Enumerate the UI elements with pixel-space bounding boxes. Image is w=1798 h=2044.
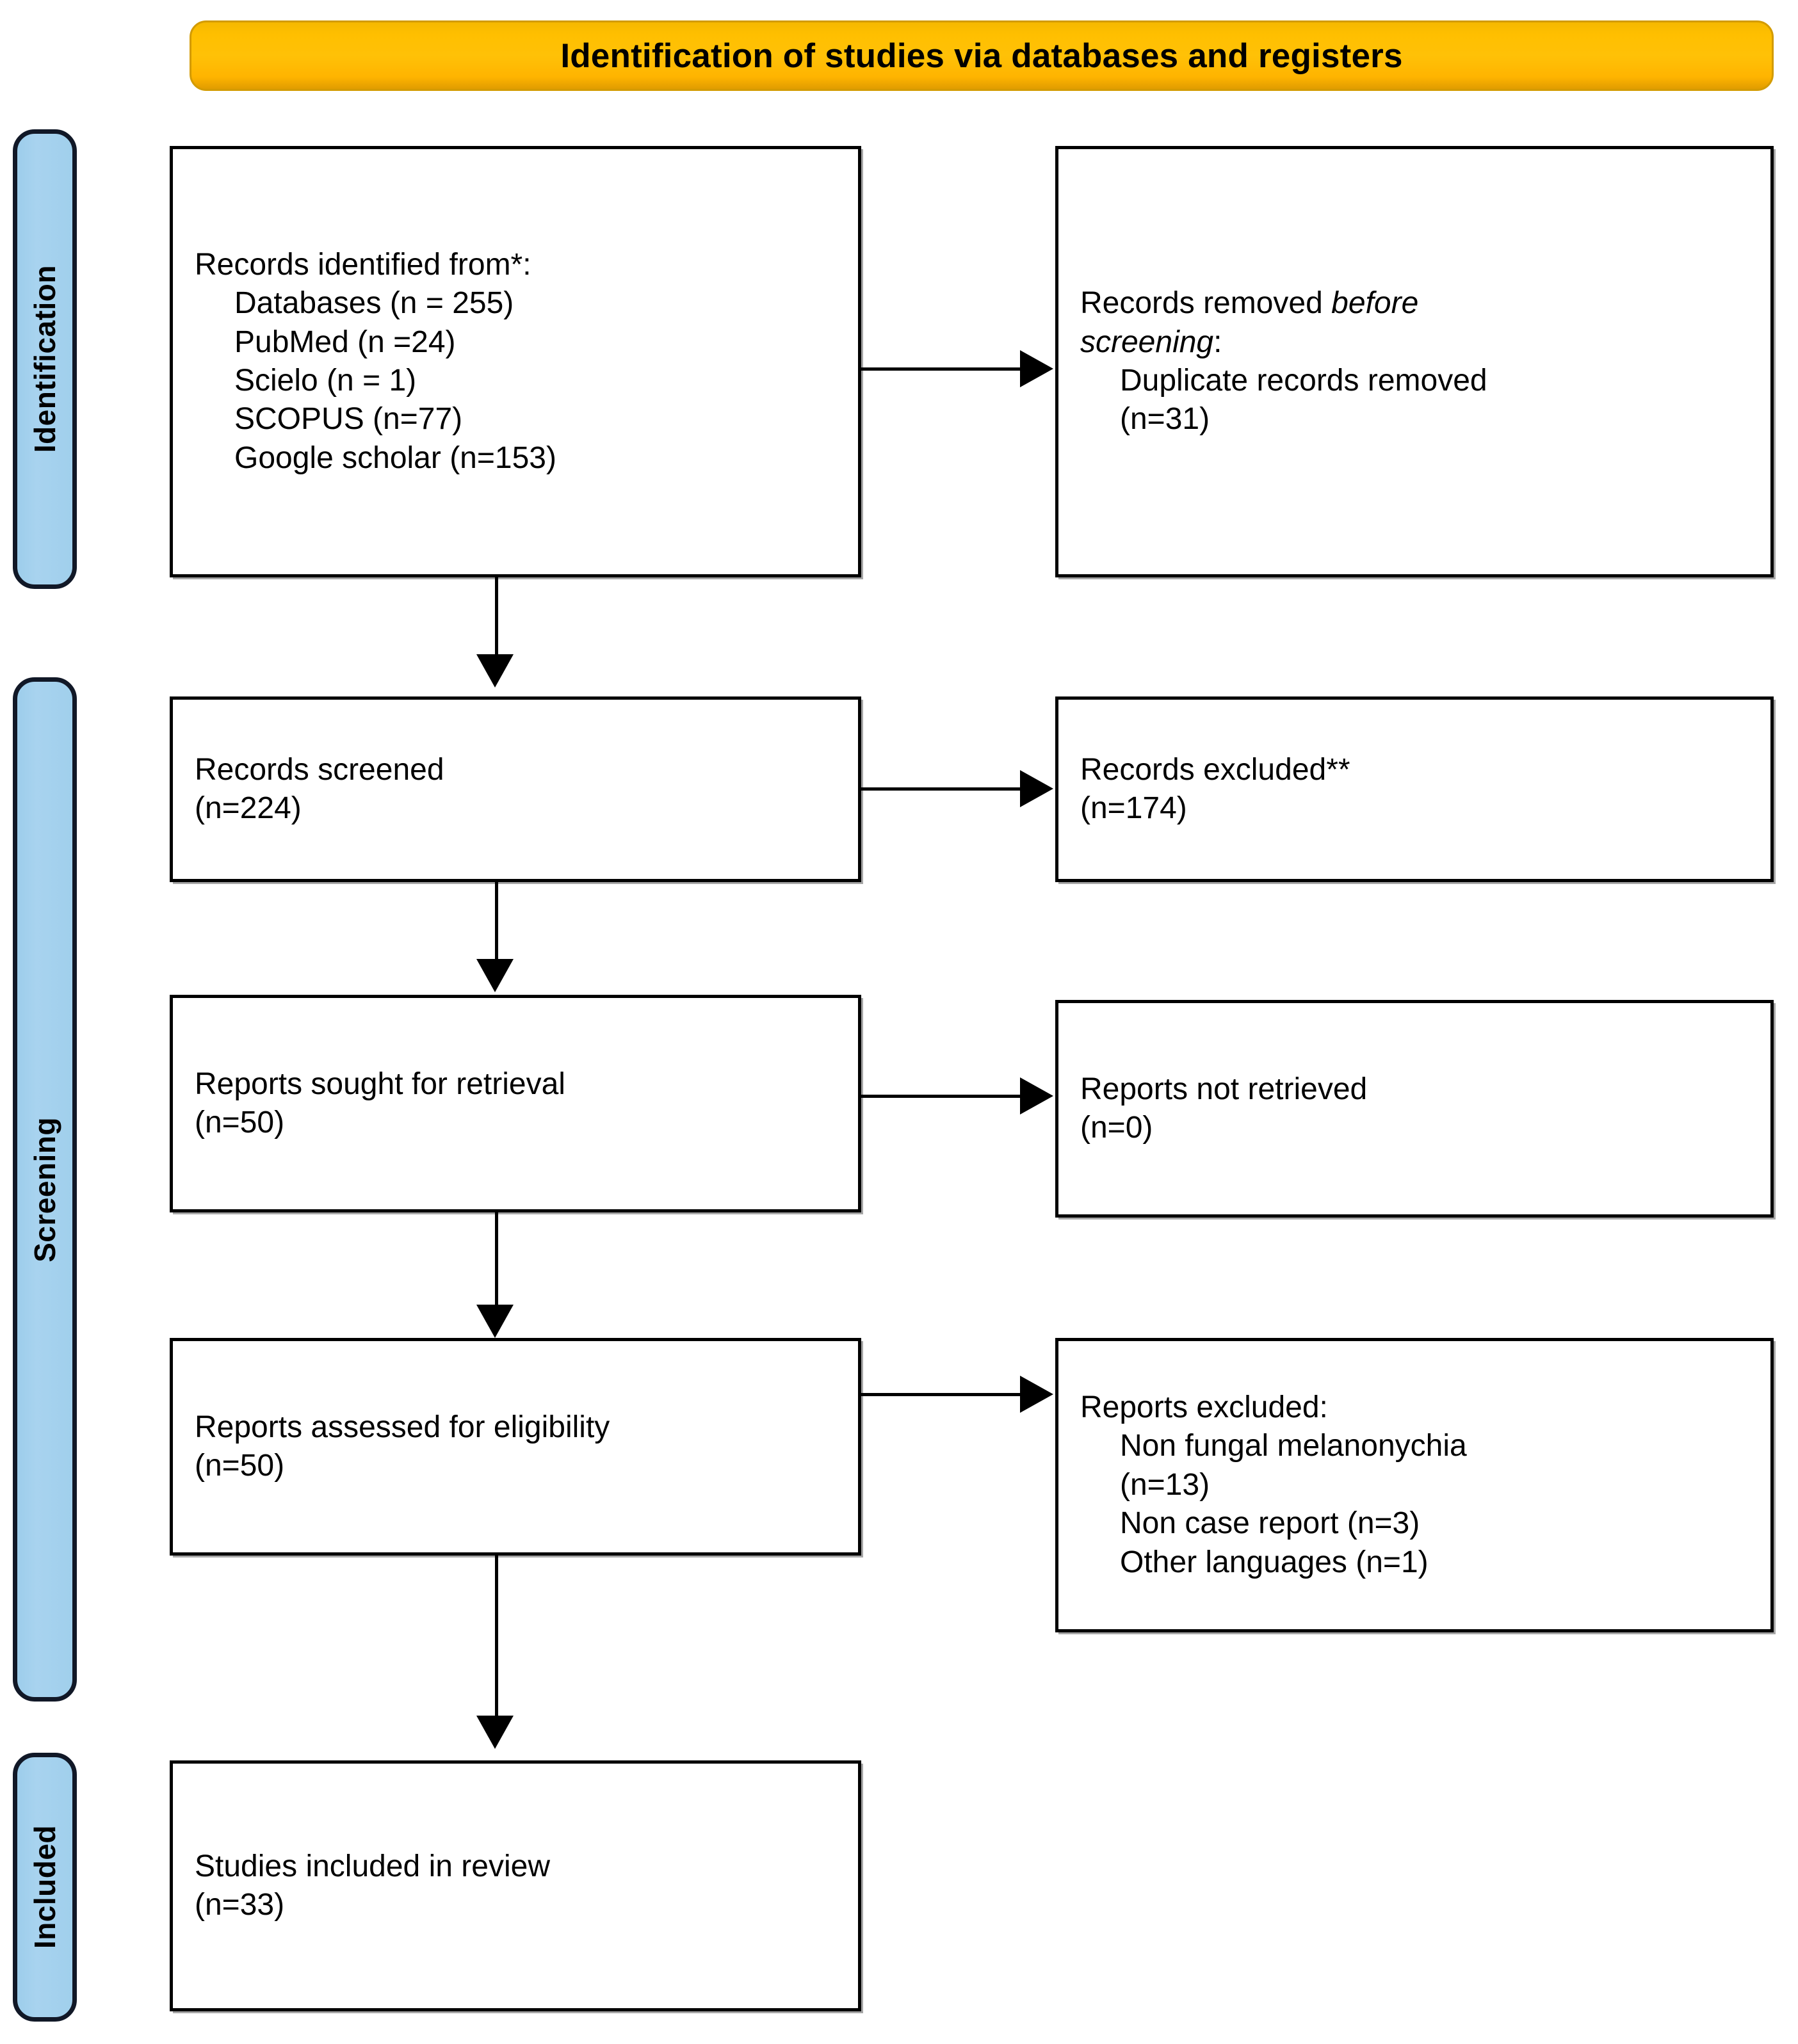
- box-studies-included: Studies included in review (n=33): [170, 1760, 861, 2011]
- records-screened-line-0: Records screened: [195, 752, 444, 787]
- arrowhead-assessed-to-reports-excluded: [1020, 1376, 1053, 1413]
- records-removed-line-3: (n=31): [1120, 402, 1210, 437]
- studies-included-line-0: Studies included in review: [195, 1849, 550, 1883]
- reports-excluded-line-3: Non case report (n=3): [1120, 1506, 1420, 1541]
- connector-sought-to-assessed: [495, 1212, 498, 1321]
- connector-identified-to-removed: [861, 367, 1021, 371]
- reports-excluded-line-1: Non fungal melanonychia: [1120, 1429, 1467, 1463]
- box-reports-not-retrieved: Reports not retrieved (n=0): [1055, 1000, 1774, 1218]
- arrowhead-sought-to-not-retrieved: [1020, 1077, 1053, 1115]
- reports-not-retrieved-line-1: (n=0): [1080, 1111, 1153, 1145]
- box-reports-assessed: Reports assessed for eligibility (n=50): [170, 1338, 861, 1556]
- records-identified-line-4: SCOPUS (n=77): [234, 402, 463, 437]
- records-identified-line-5: Google scholar (n=153): [234, 440, 556, 475]
- records-screened-line-1: (n=224): [195, 791, 302, 825]
- records-identified-line-3: Scielo (n = 1): [234, 364, 417, 398]
- connector-assessed-to-reports-excluded: [861, 1393, 1021, 1396]
- reports-assessed-line-1: (n=50): [195, 1449, 285, 1483]
- records-removed-line-0: Records removed before: [1080, 286, 1419, 321]
- diagram-header-banner: Identification of studies via databases …: [190, 20, 1774, 91]
- connector-identified-to-screened: [495, 577, 498, 661]
- box-reports-sought: Reports sought for retrieval (n=50): [170, 995, 861, 1212]
- box-reports-excluded: Reports excluded: Non fungal melanonychi…: [1055, 1338, 1774, 1632]
- connector-assessed-to-included: [495, 1556, 498, 1721]
- stage-tab-included: Included: [13, 1753, 77, 2022]
- stage-tab-screening: Screening: [13, 677, 77, 1702]
- arrowhead-assessed-to-included: [476, 1716, 514, 1749]
- arrowhead-identified-to-removed: [1020, 350, 1053, 387]
- arrowhead-identified-to-screened: [476, 654, 514, 688]
- arrowhead-screened-to-sought: [476, 959, 514, 992]
- reports-excluded-line-2: (n=13): [1120, 1467, 1210, 1502]
- connector-screened-to-sought: [495, 882, 498, 965]
- records-identified-line-1: Databases (n = 255): [234, 286, 514, 321]
- diagram-header-title: Identification of studies via databases …: [560, 36, 1403, 75]
- records-removed-line-1: screening:: [1080, 325, 1222, 359]
- studies-included-line-1: (n=33): [195, 1888, 285, 1922]
- reports-sought-line-0: Reports sought for retrieval: [195, 1066, 565, 1101]
- arrowhead-sought-to-assessed: [476, 1305, 514, 1338]
- arrowhead-screened-to-excluded: [1020, 770, 1053, 807]
- box-records-removed: Records removed before screening: Duplic…: [1055, 146, 1774, 577]
- reports-assessed-line-0: Reports assessed for eligibility: [195, 1410, 610, 1444]
- records-identified-line-0: Records identified from*:: [195, 247, 531, 282]
- connector-sought-to-not-retrieved: [861, 1095, 1021, 1098]
- connector-screened-to-excluded: [861, 787, 1021, 791]
- box-records-screened: Records screened (n=224): [170, 696, 861, 882]
- records-excluded-line-1: (n=174): [1080, 791, 1187, 825]
- records-excluded-line-0: Records excluded**: [1080, 752, 1350, 787]
- reports-excluded-line-0: Reports excluded:: [1080, 1390, 1328, 1424]
- box-records-excluded: Records excluded** (n=174): [1055, 696, 1774, 882]
- stage-tab-included-label: Included: [28, 1825, 61, 1949]
- stage-tab-screening-label: Screening: [28, 1116, 61, 1262]
- stage-tab-identification: Identification: [13, 129, 77, 589]
- reports-sought-line-1: (n=50): [195, 1106, 285, 1139]
- reports-excluded-line-4: Other languages (n=1): [1120, 1545, 1429, 1579]
- stage-tab-identification-label: Identification: [28, 265, 61, 453]
- records-removed-line-2: Duplicate records removed: [1120, 364, 1487, 398]
- reports-not-retrieved-line-0: Reports not retrieved: [1080, 1072, 1368, 1106]
- records-identified-line-2: PubMed (n =24): [234, 325, 456, 359]
- box-records-identified: Records identified from*: Databases (n =…: [170, 146, 861, 577]
